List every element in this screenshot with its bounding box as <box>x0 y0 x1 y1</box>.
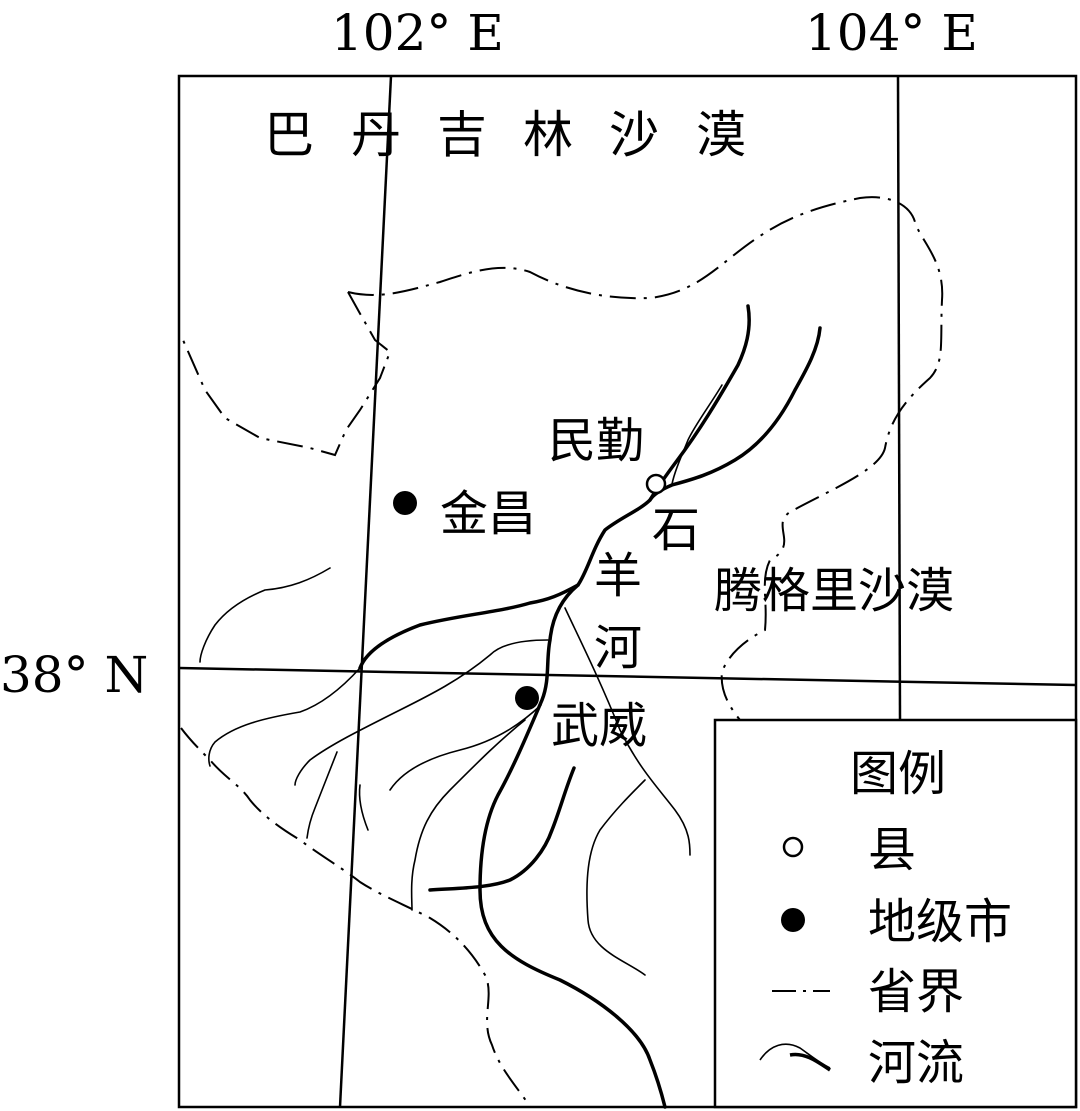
river-trib-3 <box>564 607 691 856</box>
river-trib-4 <box>389 704 542 791</box>
river-name-char-3: 河 <box>594 620 642 676</box>
minqin-county-marker <box>645 473 667 495</box>
river-trib-10 <box>306 751 338 839</box>
shiyang-river-main <box>358 304 751 670</box>
badain-jaran-char-1: 巴 <box>264 106 314 164</box>
tengger-desert-label: 腾格里沙漠 <box>714 563 954 619</box>
river-trib-2 <box>586 779 646 976</box>
meridian-102 <box>338 75 393 1108</box>
jinchang-label: 金昌 <box>440 486 536 542</box>
river-name-char-1: 石 <box>652 502 700 558</box>
wuwei-label: 武威 <box>551 698 647 754</box>
river-trib-7 <box>208 667 361 767</box>
legend-county-label: 县 <box>868 822 916 878</box>
legend-county-icon <box>782 836 804 858</box>
map-frame <box>177 74 1078 1109</box>
legend-title: 图例 <box>850 746 946 802</box>
badain-jaran-char-5: 沙 <box>609 106 659 164</box>
legend-city-icon <box>781 908 805 932</box>
legend-border-label: 省界 <box>868 964 964 1020</box>
river-south-main <box>478 583 667 1109</box>
wuwei-city-marker <box>515 686 539 710</box>
legend: 图例 县 地级市 省界 河流 <box>713 718 1078 1109</box>
legend-city-label: 地级市 <box>868 894 1012 950</box>
badain-jaran-char-3: 吉 <box>437 106 487 164</box>
badain-jaran-char-6: 漠 <box>696 106 746 164</box>
legend-river-icon-thick <box>789 1052 831 1072</box>
river-trib-5 <box>410 719 526 911</box>
lon-104-label: 104° E <box>805 4 978 62</box>
parallel-38 <box>178 666 1077 687</box>
river-name-char-2: 羊 <box>594 548 642 604</box>
minqin-label: 民勤 <box>548 413 644 469</box>
badain-jaran-char-2: 丹 <box>351 106 401 164</box>
badain-jaran-desert-label: 巴 丹 吉 林 沙 漠 <box>264 106 746 164</box>
river-trib-8 <box>199 567 331 663</box>
lon-102-label: 102° E <box>331 4 504 62</box>
river-trib-1 <box>428 766 576 892</box>
river-network <box>199 304 822 1109</box>
river-trib-6 <box>294 639 549 786</box>
legend-box <box>713 718 1078 1109</box>
lat-38-label: 38° N <box>0 646 148 704</box>
jinchang-city-marker <box>393 491 417 515</box>
meridian-104 <box>896 75 902 721</box>
river-trib-11 <box>358 784 369 831</box>
legend-river-label: 河流 <box>868 1035 964 1091</box>
river-trib-9 <box>671 384 723 485</box>
province-border <box>180 196 944 1108</box>
badain-jaran-char-4: 林 <box>523 106 573 164</box>
